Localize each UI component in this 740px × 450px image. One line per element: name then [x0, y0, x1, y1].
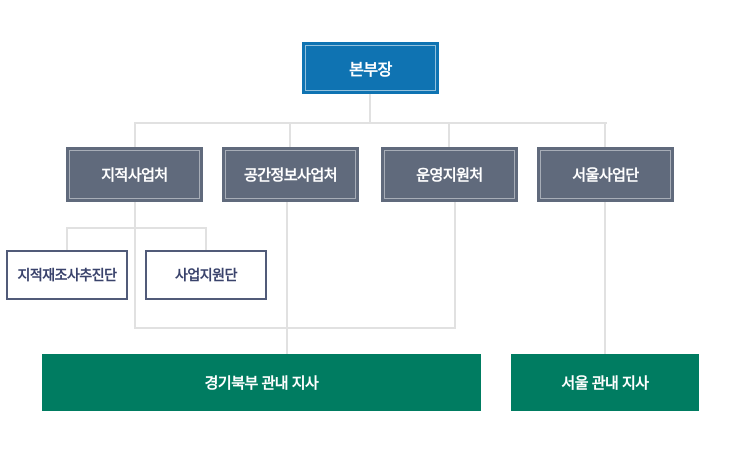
connector-dept4-descend: [604, 202, 606, 354]
connector-level2-horizontal: [134, 122, 607, 124]
connector-dept1-descend: [134, 202, 136, 327]
connector-dept1-drop: [134, 124, 136, 147]
org-node-cadastral-resurvey-team: 지적재조사추진단: [6, 250, 128, 300]
connector-dept3-drop: [448, 124, 450, 147]
org-node-cadastral-division: 지적사업처: [66, 147, 203, 202]
connector-subunit-horizontal: [66, 227, 207, 229]
connector-dept4-drop: [604, 124, 606, 147]
connector-dept3-descend: [454, 202, 456, 327]
connector-root-vertical: [369, 94, 371, 122]
org-node-operations-support-division: 운영지원처: [381, 147, 518, 202]
org-node-business-support-team: 사업지원단: [145, 250, 267, 300]
connector-dept2-drop: [289, 124, 291, 147]
org-node-head-office: 본부장: [302, 42, 439, 94]
connector-subunit1-drop: [66, 229, 68, 250]
connector-subunit2-drop: [205, 229, 207, 250]
connector-region-horizontal: [134, 327, 456, 329]
org-node-gyeonggi-north-branches: 경기북부 관내 지사: [42, 354, 481, 411]
org-node-seoul-branches: 서울 관내 지사: [511, 354, 699, 411]
connector-dept2-descend: [286, 202, 288, 354]
org-node-spatial-info-division: 공간정보사업처: [222, 147, 359, 202]
org-node-seoul-business-unit: 서울사업단: [537, 147, 674, 202]
